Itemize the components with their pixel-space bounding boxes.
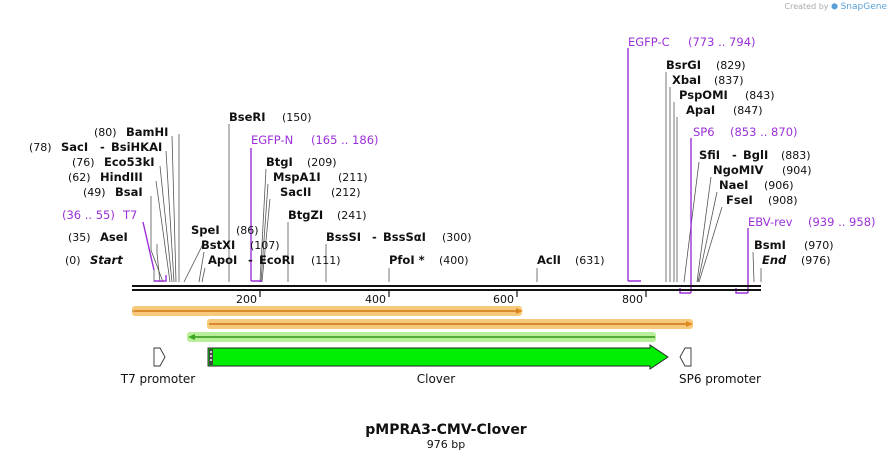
site-pos-mspa1i: (211): [338, 171, 368, 184]
site-name-saci: SacI: [61, 140, 88, 154]
feature-label-sp6-promoter: SP6 promoter: [679, 372, 761, 386]
primer-name-sp6: SP6: [693, 125, 715, 139]
site-name-pfoi: PfoI *: [389, 253, 425, 267]
site-pos-bamhi: (80): [94, 126, 117, 139]
site-pos-asei: (35): [68, 231, 91, 244]
site-pos-sfii: (883): [781, 149, 811, 162]
snapgene-logo-icon: ⬢: [831, 2, 839, 11]
leader-lines: [150, 72, 762, 283]
site-name-sacii: SacII: [280, 185, 311, 199]
site-pos-xbai: (837): [714, 74, 744, 87]
primer-name-egfp-c: EGFP-C: [628, 35, 670, 49]
primer-marks: [142, 48, 749, 294]
site-name-apai: ApaI: [686, 103, 715, 117]
primer-pos-egfp-n: (165 .. 186): [311, 133, 379, 147]
svg-text:-: -: [372, 230, 377, 244]
site-name-pspomi: PspOMI: [679, 88, 728, 102]
site-pos-btgi: (209): [307, 156, 337, 169]
site-pos-bsrgi: (829): [716, 59, 746, 72]
dna-backbone: [132, 285, 761, 291]
site-name-bseri: BseRI: [229, 110, 266, 124]
primer-name-ebv-rev: EBV-rev: [748, 215, 793, 229]
site-pos-naei: (906): [764, 179, 794, 192]
site-pos-bstxi: (107): [250, 239, 280, 252]
site-name-start: Start: [90, 253, 123, 267]
primer-pos-sp6: (853 .. 870): [730, 125, 798, 139]
sp6-promoter-shape: [679, 347, 692, 367]
site-pos-bsai: (49): [83, 186, 106, 199]
site-name-btgi: BtgI: [266, 155, 293, 169]
site-name-acli: AclI: [537, 253, 561, 267]
site-pos-saci: (78): [29, 141, 52, 154]
site-pos-ngomiv: (904): [782, 164, 812, 177]
primer-name-egfp-n: EGFP-N: [251, 133, 293, 147]
site-name-bsrgi: BsrGI: [666, 58, 701, 72]
site-name-end: End: [762, 253, 787, 267]
ruler-label-200: 200: [236, 293, 257, 306]
ruler-label-800: 800: [622, 293, 643, 306]
site-pos-bseri: (150): [282, 111, 312, 124]
orf-arrows: [132, 306, 693, 342]
site-name-fsei: FseI: [726, 193, 753, 207]
site-name-sfii: SfiI: [699, 148, 720, 162]
site-pos-pspomi: (843): [745, 89, 775, 102]
ruler-ticks: [259, 289, 647, 297]
primer-pos-egfp-c: (773 .. 794): [688, 35, 756, 49]
site-name-btgzi: BtgZI: [288, 208, 323, 222]
feature-label-t7-promoter: T7 promoter: [120, 372, 196, 386]
site-pos-fsei: (908): [768, 194, 798, 207]
site-pos-bsmi: (970): [804, 239, 834, 252]
credit-text: Created by: [784, 2, 829, 11]
site-name-bsssi: BssSI: [326, 230, 361, 244]
site-name-bsssai: BssSαI: [383, 230, 426, 244]
site-labels: (0) Start (35) AseI (36 .. 55) T7 (49) B…: [29, 35, 876, 267]
site-name-bgli: BglI: [743, 148, 768, 162]
site-pos-apai: (847): [733, 104, 763, 117]
site-pos-spei: (86): [236, 224, 259, 237]
plasmid-name: pMPRA3-CMV-Clover: [365, 422, 527, 438]
t7-promoter-shape: [153, 347, 166, 367]
primer-name-t7: T7: [122, 208, 137, 222]
site-name-xbai: XbaI: [672, 73, 701, 87]
ruler-label-400: 400: [365, 293, 386, 306]
svg-text:-: -: [732, 148, 737, 162]
site-pos-hindiii: (62): [68, 171, 91, 184]
site-pos-btgzi: (241): [337, 209, 367, 222]
snapgene-credit: Created by ⬢ SnapGene: [785, 2, 888, 12]
site-name-ecori: EcoRI: [259, 253, 295, 267]
svg-text:-: -: [248, 253, 253, 267]
credit-brand: SnapGene: [840, 2, 887, 12]
feature-label-clover: Clover: [417, 372, 456, 386]
site-pos-ecori: (111): [311, 254, 341, 267]
site-name-hindiii: HindIII: [100, 170, 143, 184]
site-pos-acli: (631): [575, 254, 605, 267]
site-name-naei: NaeI: [719, 178, 748, 192]
site-name-eco53ki: Eco53kI: [104, 155, 155, 169]
site-name-ngomiv: NgoMIV: [713, 163, 763, 177]
svg-text:-: -: [100, 140, 105, 154]
site-name-bsmi: BsmI: [754, 238, 786, 252]
plasmid-size: 976 bp: [427, 438, 465, 451]
clover-cds-arrow: [207, 344, 669, 370]
site-name-spei: SpeI: [191, 223, 220, 237]
site-name-apoi: ApoI: [208, 253, 237, 267]
site-name-mspa1i: MspA1I: [273, 170, 321, 184]
site-pos-end: (976): [801, 254, 831, 267]
site-pos-eco53ki: (76): [72, 156, 95, 169]
site-pos-pfoi: (400): [439, 254, 469, 267]
site-pos-sacii: (212): [331, 186, 361, 199]
ruler-label-600: 600: [493, 293, 514, 306]
site-name-bstxi: BstXI: [201, 238, 235, 252]
site-name-asei: AseI: [100, 230, 128, 244]
primer-pos-ebv-rev: (939 .. 958): [808, 215, 876, 229]
site-pos-start: (0): [65, 254, 81, 267]
site-name-bsihkai: BsiHKAI: [111, 140, 162, 154]
site-name-bamhi: BamHI: [126, 125, 168, 139]
t7-primer-mark: [142, 221, 155, 271]
primer-pos-t7: (36 .. 55): [62, 208, 115, 222]
site-pos-bsssi: (300): [442, 231, 472, 244]
site-name-bsai: BsaI: [115, 185, 143, 199]
